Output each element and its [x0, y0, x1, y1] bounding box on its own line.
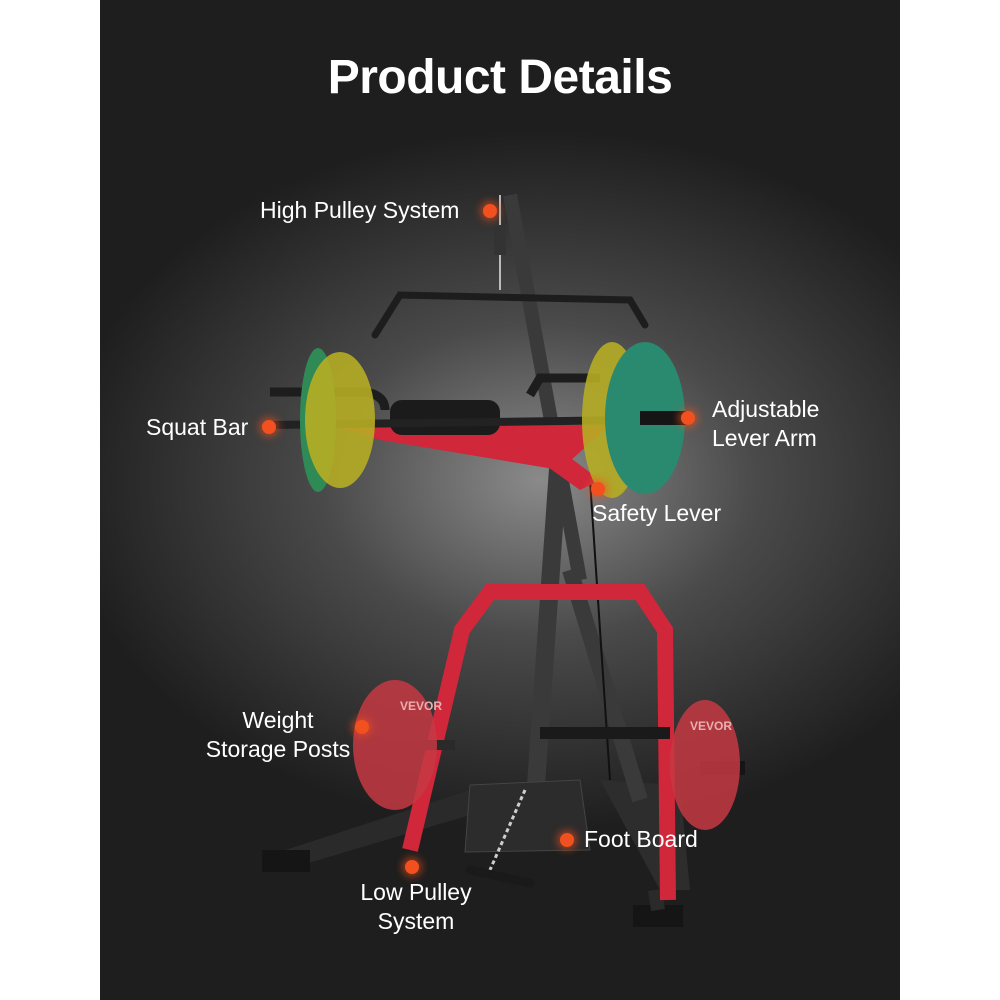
svg-text:VEVOR: VEVOR — [400, 699, 442, 713]
low-pulley-handle — [465, 865, 535, 888]
foot-board — [464, 779, 591, 853]
page-title: Product Details — [327, 51, 673, 104]
product-background — [100, 0, 900, 1000]
weight-plate-left: VEVOR — [353, 680, 442, 810]
shoulder-pad — [390, 400, 500, 435]
hotspot-dot-icon — [405, 860, 419, 874]
bumper-plate-yellow-green — [300, 348, 375, 492]
high-pulley — [494, 225, 506, 255]
callout-line: System — [377, 908, 455, 934]
callout-line: Weight — [242, 707, 314, 733]
lat-bar — [371, 291, 649, 339]
callout-line: Low Pulley — [360, 879, 472, 905]
hotspot-dot-icon — [262, 420, 276, 434]
svg-text:VEVOR: VEVOR — [690, 719, 732, 733]
callout-line: Storage Posts — [205, 736, 351, 762]
hotspot-dot-icon — [591, 482, 605, 496]
hotspot-dot-icon — [483, 204, 497, 218]
callout-adjustable-lever-arm: Adjustable Lever Arm — [712, 395, 819, 453]
main-column — [503, 193, 648, 803]
hotspot-dot-icon — [560, 833, 574, 847]
hotspot-dot-icon — [355, 720, 369, 734]
red-storage-frame — [402, 584, 676, 901]
hotspot-dot-icon — [681, 411, 695, 425]
callout-weight-storage-posts: Weight Storage Posts — [202, 706, 354, 764]
callout-high-pulley: High Pulley System — [260, 197, 460, 223]
callout-foot-board: Foot Board — [584, 826, 698, 852]
callout-squat-bar: Squat Bar — [146, 414, 249, 440]
callout-line: Adjustable — [712, 396, 820, 422]
callout-line: Lever Arm — [712, 425, 817, 451]
callout-safety-lever: Safety Lever — [592, 500, 722, 526]
weight-plate-right: VEVOR — [670, 700, 740, 830]
chain — [488, 789, 527, 871]
callout-low-pulley-system: Low Pulley System — [355, 878, 477, 936]
